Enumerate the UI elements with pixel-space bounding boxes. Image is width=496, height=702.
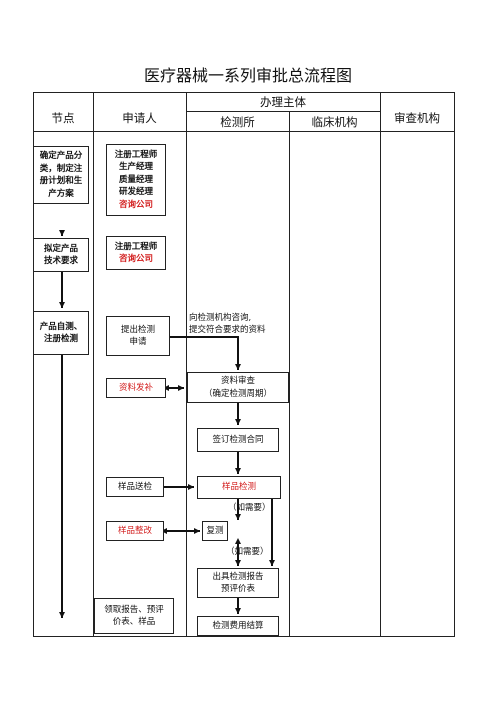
supplement-materials-box: 资料发补 (106, 378, 166, 398)
node-classification: 确定产品分类，制定注册计划和生产方案 (33, 146, 89, 204)
sample-testing-box: 样品检测 (197, 476, 281, 499)
fee-settlement-label: 检测费用结算 (212, 620, 264, 631)
applicant-tech-requirements-box: 注册工程师 咨询公司 (106, 236, 166, 270)
node-self-test-registration: 产品自测、注册检测 (33, 311, 89, 355)
header-testing-institute: 检测所 (220, 115, 255, 129)
supplement-materials-label: 资料发补 (118, 382, 153, 393)
send-sample-label: 样品送检 (117, 481, 152, 492)
pre-evaluation-form-label: 预评价表 (220, 584, 255, 594)
role-registration-engineer-2: 注册工程师 (114, 241, 158, 252)
retest-label: 复测 (206, 525, 224, 536)
collect-report-box: 领取报告、预评价表、样品 (94, 598, 174, 634)
send-sample-box: 样品送检 (106, 477, 164, 497)
if-needed-note-2: （如需要） (226, 547, 269, 557)
role-registration-engineer: 注册工程师 (114, 149, 158, 160)
sample-rectification-label: 样品整改 (117, 525, 152, 536)
role-consulting-company-2: 咨询公司 (118, 254, 153, 264)
page-title: 医疗器械一系列审批总流程图 (143, 66, 352, 85)
material-review-box: 资料审查 （确定检测周期） (187, 372, 289, 403)
sample-testing-label: 样品检测 (221, 482, 256, 493)
table-grid (33, 92, 455, 637)
role-production-manager: 生产经理 (118, 162, 153, 173)
node-self-test-registration-label: 产品自测、注册检测 (39, 321, 83, 345)
submit-test-application-box: 提出检测申请 (106, 316, 170, 356)
header-handling-body: 办理主体 (260, 95, 306, 109)
header-applicant: 申请人 (122, 111, 157, 125)
issue-report-box: 出具检测报告 预评价表 (197, 568, 279, 598)
sign-contract-label: 签订检测合同 (212, 434, 264, 445)
consult-note-line-2: 提交符合要求的资料 (189, 325, 266, 335)
retest-box: 复测 (202, 521, 228, 541)
role-consulting-company: 咨询公司 (118, 199, 153, 210)
applicant-roles-box: 注册工程师 生产经理 质量经理 研发经理 咨询公司 (106, 144, 166, 216)
issue-report-label: 出具检测报告 (212, 571, 264, 582)
collect-report-label: 领取报告、预评价表、样品 (104, 604, 164, 628)
material-review-label: 资料审查 (220, 376, 255, 386)
header-node: 节点 (51, 111, 75, 125)
node-classification-label: 确定产品分类，制定注册计划和生产方案 (39, 151, 83, 199)
material-review-sublabel: （确定检测周期） (203, 388, 272, 399)
node-technical-requirements-label: 拟定产品技术要求 (43, 243, 78, 267)
header-review-institution: 审查机构 (394, 111, 440, 125)
node-technical-requirements: 拟定产品技术要求 (33, 238, 89, 272)
header-clinical-institution: 临床机构 (311, 115, 358, 129)
submit-test-application-label: 提出检测申请 (121, 324, 156, 348)
if-needed-note-1: （如需要） (228, 503, 271, 513)
fee-settlement-box: 检测费用结算 (197, 616, 279, 636)
consult-note-line-1: 向检测机构咨询, (189, 313, 252, 323)
role-rd-manager: 研发经理 (118, 187, 153, 198)
sign-contract-box: 签订检测合同 (197, 428, 279, 452)
sample-rectification-box: 样品整改 (106, 521, 164, 541)
role-quality-manager: 质量经理 (118, 174, 153, 185)
